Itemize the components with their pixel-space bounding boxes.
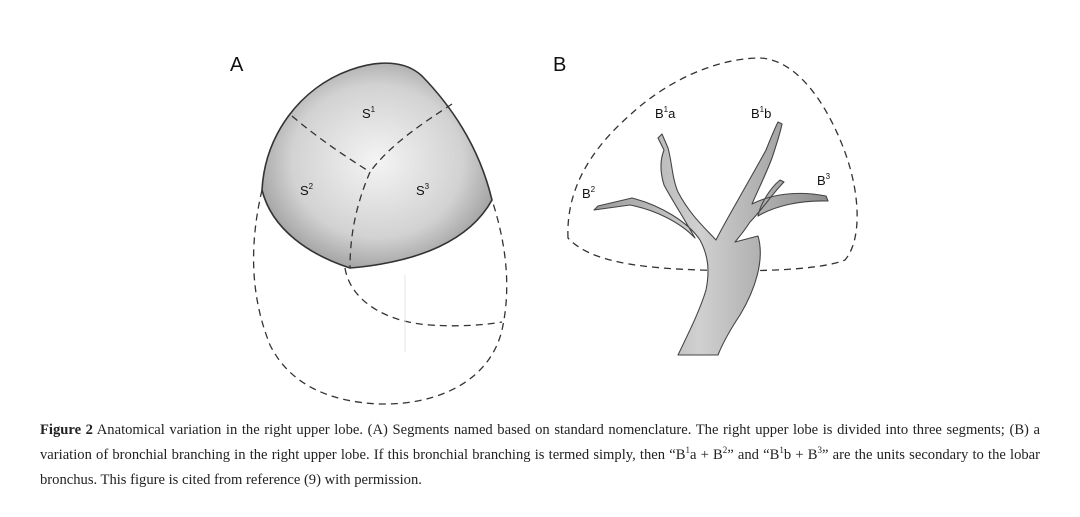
caption-text-3: ” and “B [727, 447, 780, 463]
segment-boundary-s1-s3 [369, 103, 453, 173]
segment-boundary-s2-s3 [349, 171, 371, 269]
figure-number: Figure 2 [40, 422, 93, 438]
segment-label-s2: S2 [300, 182, 314, 198]
panel-b-dashed-outline [567, 57, 858, 272]
branch-label-b1a: B1a [655, 105, 676, 121]
branch-label-b1b: B1b [751, 105, 771, 121]
caption-sup-2: 2 [722, 445, 728, 456]
caption-sup-1: 1 [685, 445, 690, 456]
branch-label-b2: B2 [582, 185, 596, 201]
panel-a-letter: A [230, 54, 244, 76]
panel-b: B B1a B1b B2 B3 [553, 54, 858, 356]
panel-b-letter: B [553, 54, 566, 76]
bronchial-tree [593, 121, 829, 356]
caption-text-2: a + B [689, 447, 723, 463]
panel-a-dashed-inner [344, 267, 503, 327]
caption-text-4: b + B [783, 447, 818, 463]
lobar-bronchus-trunk [593, 121, 829, 356]
caption-sup-4: 3 [817, 445, 822, 456]
segment-boundary-s1-s2 [291, 115, 371, 173]
figure-caption: Figure 2 Anatomical variation in the rig… [40, 418, 1040, 493]
caption-text-5: ” are the units secondary to the lobar b… [40, 447, 1040, 488]
caption-text-1: Anatomical variation in the right upper … [40, 422, 1040, 463]
branch-label-b3: B3 [817, 172, 831, 188]
upper-lobe-shape [261, 62, 493, 269]
segment-label-s1: S1 [362, 105, 376, 121]
panel-a-dashed-outline [252, 189, 508, 405]
segment-label-s3: S3 [416, 182, 430, 198]
panel-a: A S1 S2 S3 [230, 54, 508, 405]
caption-sup-3: 1 [779, 445, 784, 456]
